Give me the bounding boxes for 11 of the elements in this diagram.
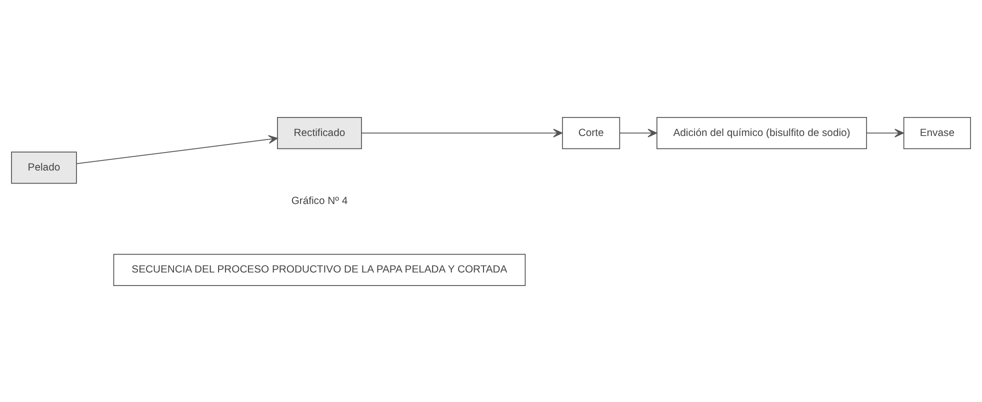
node-box: Envase [903,116,971,149]
arrow [866,128,904,137]
node-box: Pelado [11,151,77,184]
node-box: Adición del químico (bisulfito de sodio) [656,116,867,149]
node-box: Corte [562,116,620,149]
arrow [76,134,278,164]
label: Gráfico Nº 4 [291,196,348,207]
node-box: Rectificado [277,116,362,149]
arrow [361,128,563,137]
node-box: SECUENCIA DEL PROCESO PRODUCTIVO DE LA PAPA PELADA Y CORTADA [113,253,526,286]
arrow [619,128,658,137]
